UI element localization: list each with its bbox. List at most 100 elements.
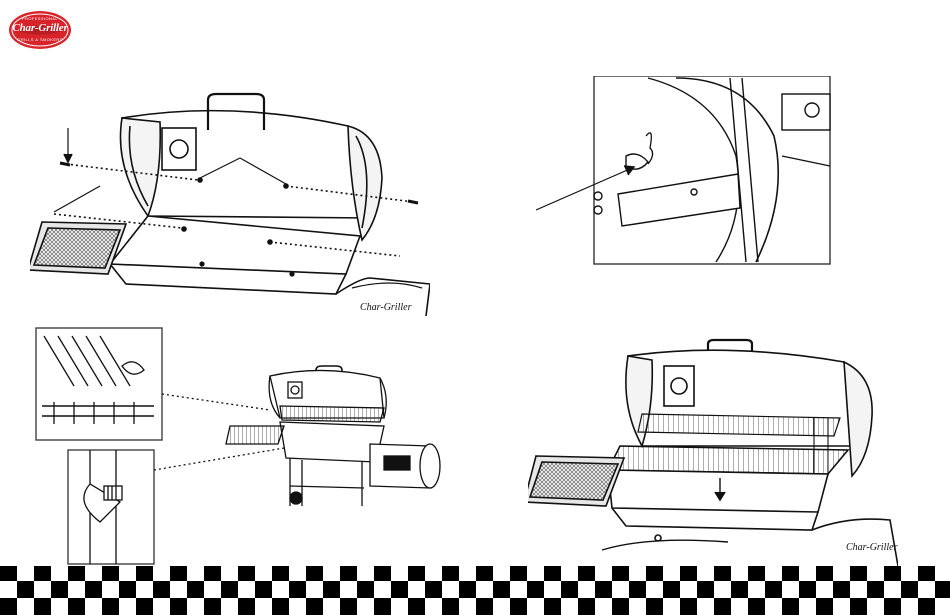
checker-square — [680, 598, 697, 615]
checker-square — [697, 581, 714, 598]
checker-square — [782, 598, 799, 615]
checker-square — [799, 566, 816, 581]
checker-square — [323, 598, 340, 615]
checker-square — [867, 566, 884, 581]
warming-rack-install-illustration: Char-Griller — [528, 336, 898, 566]
checker-square — [935, 581, 950, 598]
checker-square — [765, 566, 782, 581]
checker-square — [102, 598, 119, 615]
checker-square — [391, 581, 408, 598]
checker-square — [510, 598, 527, 615]
checker-square — [340, 598, 357, 615]
checker-square — [102, 566, 119, 581]
checker-square — [68, 598, 85, 615]
checker-square — [119, 598, 136, 615]
checker-square — [255, 566, 272, 581]
checker-square — [85, 581, 102, 598]
logo-bottom-line: GRILLS & SMOKERS — [8, 37, 72, 42]
checker-square — [561, 566, 578, 581]
checker-square — [459, 598, 476, 615]
checker-square — [884, 581, 901, 598]
checker-square — [289, 566, 306, 581]
checker-square — [850, 581, 867, 598]
checker-square — [272, 566, 289, 581]
checker-square — [799, 598, 816, 615]
checker-square — [612, 566, 629, 581]
checker-square — [136, 566, 153, 581]
checker-square — [340, 581, 357, 598]
checker-square — [425, 598, 442, 615]
checker-square — [918, 566, 935, 581]
checker-square — [425, 566, 442, 581]
checker-square — [663, 581, 680, 598]
checker-square — [561, 581, 578, 598]
checker-square — [663, 598, 680, 615]
checker-square — [527, 598, 544, 615]
checker-square — [204, 581, 221, 598]
checker-square — [782, 566, 799, 581]
checker-square — [731, 598, 748, 615]
checker-square — [187, 566, 204, 581]
checker-square — [102, 581, 119, 598]
checker-square — [544, 598, 561, 615]
checker-square — [17, 581, 34, 598]
checker-square — [272, 598, 289, 615]
checker-square — [714, 581, 731, 598]
checker-square — [238, 598, 255, 615]
logo-wordmark: Char-Griller — [8, 22, 72, 34]
cooking-grate-install-illustration — [34, 326, 454, 566]
checker-square — [374, 581, 391, 598]
checker-square — [51, 598, 68, 615]
checker-square — [850, 566, 867, 581]
logo-top-line: PROFESSIONAL — [8, 16, 72, 21]
svg-text:Char-Griller: Char-Griller — [846, 542, 898, 553]
svg-text:Char-Griller: Char-Griller — [360, 302, 412, 313]
checker-square — [697, 566, 714, 581]
checker-square — [697, 598, 714, 615]
checker-square — [221, 581, 238, 598]
checker-square — [323, 566, 340, 581]
checker-square — [493, 581, 510, 598]
checker-square — [289, 598, 306, 615]
checker-square — [255, 598, 272, 615]
checker-square — [442, 598, 459, 615]
checker-square — [238, 581, 255, 598]
checker-square — [170, 566, 187, 581]
checker-square — [833, 566, 850, 581]
checker-square — [527, 581, 544, 598]
checker-square — [748, 581, 765, 598]
checker-square — [612, 598, 629, 615]
checker-square — [867, 598, 884, 615]
checker-square — [238, 566, 255, 581]
checker-square — [153, 581, 170, 598]
char-griller-logo: PROFESSIONAL Char-Griller GRILLS & SMOKE… — [8, 10, 72, 50]
checker-square — [833, 598, 850, 615]
checker-square — [17, 598, 34, 615]
checker-square — [221, 566, 238, 581]
checker-square — [17, 566, 34, 581]
checker-square — [34, 598, 51, 615]
checker-square — [357, 598, 374, 615]
checker-square — [595, 598, 612, 615]
checker-square — [714, 566, 731, 581]
checker-square — [153, 566, 170, 581]
checker-square — [782, 581, 799, 598]
checker-square — [170, 581, 187, 598]
checker-square — [272, 581, 289, 598]
checker-square — [204, 598, 221, 615]
checker-square — [646, 598, 663, 615]
checker-square — [629, 598, 646, 615]
checkerboard-pattern — [0, 566, 950, 615]
checker-square — [578, 598, 595, 615]
checker-square — [0, 581, 17, 598]
checker-square — [629, 566, 646, 581]
checker-square — [374, 598, 391, 615]
checker-square — [816, 598, 833, 615]
checker-square — [153, 598, 170, 615]
checker-square — [646, 581, 663, 598]
checker-square — [765, 581, 782, 598]
checkerboard-footer — [0, 566, 950, 615]
checker-square — [221, 598, 238, 615]
checker-square — [0, 598, 17, 615]
checker-square — [323, 581, 340, 598]
